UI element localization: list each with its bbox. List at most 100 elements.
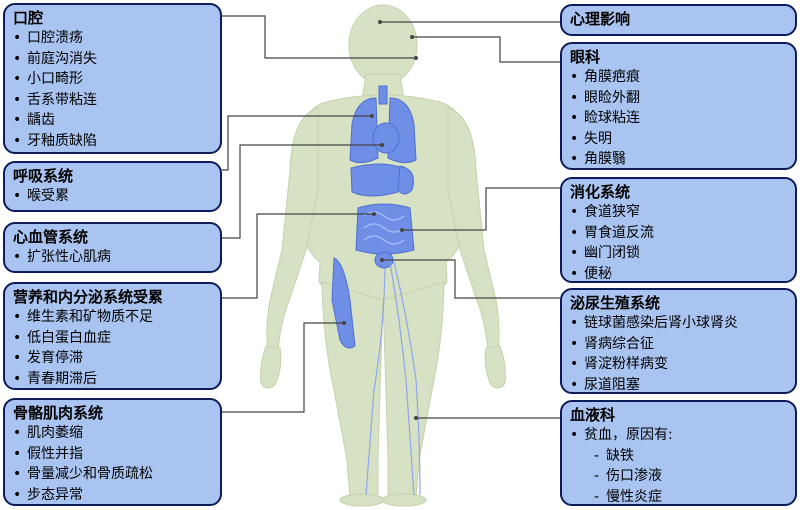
list-item: 肌肉萎缩 [13,423,212,444]
connector-nutrition [222,213,374,299]
list-item: 低白蛋白血症 [13,328,212,349]
right-leg-shape [382,281,445,499]
left-leg-shape [321,281,384,499]
list-item: 肾淀粉样病变 [570,354,787,375]
connector-eye [412,36,560,63]
intestine-loop [363,235,405,245]
list-item: 便秘 [570,264,787,282]
list-item: 发育停滞 [13,348,212,369]
list-item: 扩张性心肌病 [13,247,212,268]
connector-dot [414,56,418,60]
head-shape [348,4,418,86]
box-title: 血液科 [570,406,616,424]
item-list: 口腔溃疡 前庭沟消失 小口畸形 舌系带粘连 龋齿 牙釉质缺陷 [13,28,212,151]
left-foot-shape [339,493,385,507]
list-item: 青春期滞后 [13,369,212,389]
box-title: 心理影响 [570,10,631,28]
list-item: 胃食道反流 [570,223,787,244]
item-list: 肌肉萎缩 假性并指 骨量减少和骨质疏松 步态异常 [13,423,212,505]
left-hand-shape [260,345,282,389]
box-title: 营养和内分泌系统受累 [13,288,164,306]
left-arm-shape [266,107,319,353]
thigh-muscle-shape [331,257,356,349]
connector-dot [414,416,418,420]
box-title: 眼科 [570,48,601,66]
list-item: 骨量减少和骨质疏松 [13,464,212,485]
connector-dot [370,114,374,118]
trachea-shape [378,85,388,105]
connector-respiratory [222,115,372,171]
list-item: 喉受累 [13,186,212,207]
connector-dot [372,212,376,216]
list-item: 小口畸形 [13,69,212,90]
list-item: 眼睑外翻 [570,88,787,109]
connector-dot [342,321,346,325]
box-respiratory: 呼吸系统 喉受累 [3,161,222,212]
list-item: 龋齿 [13,110,212,131]
item-list: 维生素和矿物质不足 低白蛋白血症 发育停滞 青春期滞后 [13,307,212,389]
blood-vessel [393,261,421,496]
item-list: 贫血，原因有: 缺铁 伤口渗液 慢性炎症 [570,425,787,505]
item-list: 食道狭窄 胃食道反流 幽门闭锁 便秘 [570,202,787,282]
list-item: 尿道阻塞 [570,375,787,393]
right-hand-shape [484,345,506,389]
list-item: 维生素和矿物质不足 [13,307,212,328]
box-oral: 口腔 口腔溃疡 前庭沟消失 小口畸形 舌系带粘连 龋齿 牙釉质缺陷 [3,3,222,154]
connector-dot [380,258,384,262]
connector-dot [378,20,382,24]
item-list: 角膜疤痕 眼睑外翻 睑球粘连 失明 角膜翳 [570,67,787,168]
connector-urogenital [382,259,560,299]
sub-list-item: 伤口渗液 [570,466,787,487]
right-foot-shape [381,493,427,507]
list-item: 前庭沟消失 [13,49,212,70]
list-item: 角膜疤痕 [570,67,787,88]
blood-vessel [365,267,386,496]
box-nutrition-endocrine: 营养和内分泌系统受累 维生素和矿物质不足 低白蛋白血症 发育停滞 青春期滞后 [3,282,222,390]
list-item: 幽门闭锁 [570,243,787,264]
box-title: 骨骼肌肉系统 [13,404,104,422]
heart-shape [372,122,400,154]
list-item: 睑球粘连 [570,108,787,129]
connector-musculo [222,322,344,413]
list-item: 链球菌感染后肾小球肾炎 [570,313,787,334]
intestine-loop [363,223,405,233]
list-item: 牙釉质缺陷 [13,131,212,152]
connector-oral [222,15,416,59]
list-item: 贫血，原因有: [570,425,787,446]
liver-shape [350,163,403,197]
box-psychological: 心理影响 [560,4,797,36]
item-list: 喉受累 [13,186,212,207]
box-cardiovascular: 心血管系统 扩张性心肌病 [3,222,222,273]
sub-list-item: 缺铁 [570,446,787,467]
list-item: 舌系带粘连 [13,90,212,111]
connector-dot [380,143,384,147]
list-item: 假性并指 [13,444,212,465]
box-title: 心血管系统 [13,228,89,246]
box-title: 呼吸系统 [13,167,74,185]
box-title: 泌尿生殖系统 [570,294,661,312]
box-digestive: 消化系统 食道狭窄 胃食道反流 幽门闭锁 便秘 [560,177,797,283]
stomach-shape [397,165,414,195]
box-musculoskeletal: 骨骼肌肉系统 肌肉萎缩 假性并指 骨量减少和骨质疏松 步态异常 [3,398,222,506]
box-hematology: 血液科 贫血，原因有: 缺铁 伤口渗液 慢性炎症 [560,400,797,506]
connector-dot [410,35,414,39]
item-list: 链球菌感染后肾小球肾炎 肾病综合征 肾淀粉样病变 尿道阻塞 [570,313,787,393]
list-item: 步态异常 [13,485,212,505]
connector-cardio [222,144,382,239]
box-urogenital: 泌尿生殖系统 链球菌感染后肾小球肾炎 肾病综合征 肾淀粉样病变 尿道阻塞 [560,288,797,394]
sub-list-item: 慢性炎症 [570,487,787,505]
left-lung-shape [349,97,379,164]
list-item: 失明 [570,129,787,150]
box-title: 消化系统 [570,183,631,201]
connector-dot [400,228,404,232]
list-item: 食道狭窄 [570,202,787,223]
box-title: 口腔 [13,9,44,27]
list-item: 口腔溃疡 [13,28,212,49]
box-ophthalmology: 眼科 角膜疤痕 眼睑外翻 睑球粘连 失明 角膜翳 [560,42,797,170]
list-item: 肾病综合征 [570,334,787,355]
item-list: 扩张性心肌病 [13,247,212,268]
connector-digestive [402,187,560,231]
list-item: 角膜翳 [570,149,787,168]
